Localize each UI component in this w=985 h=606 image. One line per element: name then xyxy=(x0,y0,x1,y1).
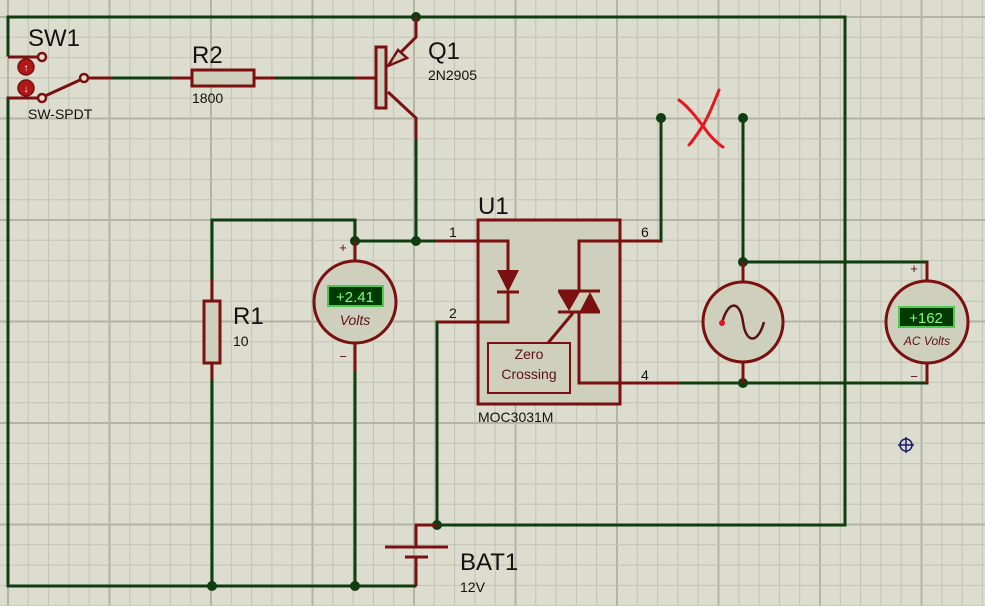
u1-component[interactable]: Zero Crossing 1 2 6 4 U1 MOC3031M xyxy=(436,193,680,425)
r1-ref: R1 xyxy=(233,303,264,330)
junction-dot xyxy=(411,236,421,246)
dc-meter-display xyxy=(327,285,384,307)
ac-meter-label: AC Volts xyxy=(903,334,950,348)
zero-crossing-line2: Crossing xyxy=(501,366,556,382)
q1-component[interactable]: Q1 2N2905 xyxy=(355,17,477,140)
dc-meter-plus: + xyxy=(339,240,347,255)
terminal-open-right[interactable] xyxy=(738,113,748,123)
dc-meter-label: Volts xyxy=(340,312,371,328)
u1-pin1-label: 1 xyxy=(449,224,457,240)
ac-source[interactable] xyxy=(701,262,785,383)
wire-top-rail xyxy=(6,15,847,527)
bat1-value: 12V xyxy=(460,579,486,595)
u1-pin4-label: 4 xyxy=(641,367,649,383)
zero-crossing-line1: Zero xyxy=(515,346,544,362)
wire-left-rail xyxy=(6,96,214,588)
ac-meter-plus: + xyxy=(910,261,918,276)
sw1-component[interactable]: ↑ ↓ SW1 SW-SPDT xyxy=(8,25,112,122)
dc-meter-minus: − xyxy=(339,349,347,364)
r2-value: 1800 xyxy=(192,90,223,106)
crosshair-cursor-icon xyxy=(898,437,914,453)
u1-pin6-label: 6 xyxy=(641,224,649,240)
arrow-up-icon: ↑ xyxy=(24,63,29,74)
ac-meter-display xyxy=(898,306,955,328)
red-x-annotation xyxy=(677,88,725,149)
r2-ref: R2 xyxy=(192,42,223,69)
zero-crossing-block xyxy=(487,342,571,394)
wire-r1-top xyxy=(210,218,357,282)
dc-meter-reading: +2.41 xyxy=(336,289,374,306)
toggle-up-button[interactable]: ↑ xyxy=(17,58,35,76)
wires xyxy=(6,15,929,588)
toggle-down-button[interactable]: ↓ xyxy=(17,79,35,97)
ac-meter-minus: − xyxy=(910,369,918,384)
sw1-ref: SW1 xyxy=(28,25,80,52)
junction-dot xyxy=(207,581,217,591)
r1-value: 10 xyxy=(233,333,249,349)
u1-pin2-label: 2 xyxy=(449,305,457,321)
q1-ref: Q1 xyxy=(428,38,460,65)
u1-ref: U1 xyxy=(478,193,509,220)
ac-voltmeter[interactable]: +162 AC Volts + − xyxy=(884,261,970,384)
arrow-down-icon: ↓ xyxy=(24,84,29,95)
junction-dot xyxy=(350,581,360,591)
cross-mark-icon xyxy=(677,98,725,149)
r2-component[interactable]: R2 1800 xyxy=(172,42,275,106)
terminal-open-left[interactable] xyxy=(656,113,666,123)
r1-component[interactable]: R1 10 xyxy=(202,280,264,380)
sine-wave-icon xyxy=(720,304,766,340)
sw1-value: SW-SPDT xyxy=(28,106,93,122)
bat1-ref: BAT1 xyxy=(460,549,518,576)
u1-value: MOC3031M xyxy=(478,409,553,425)
bat1-component[interactable]: BAT1 12V xyxy=(385,523,518,595)
junctions xyxy=(207,12,748,591)
dc-voltmeter[interactable]: +2.41 Volts + − xyxy=(312,240,398,372)
source-marker-icon xyxy=(719,320,725,326)
q1-value: 2N2905 xyxy=(428,67,477,83)
ac-meter-reading: +162 xyxy=(909,310,943,327)
